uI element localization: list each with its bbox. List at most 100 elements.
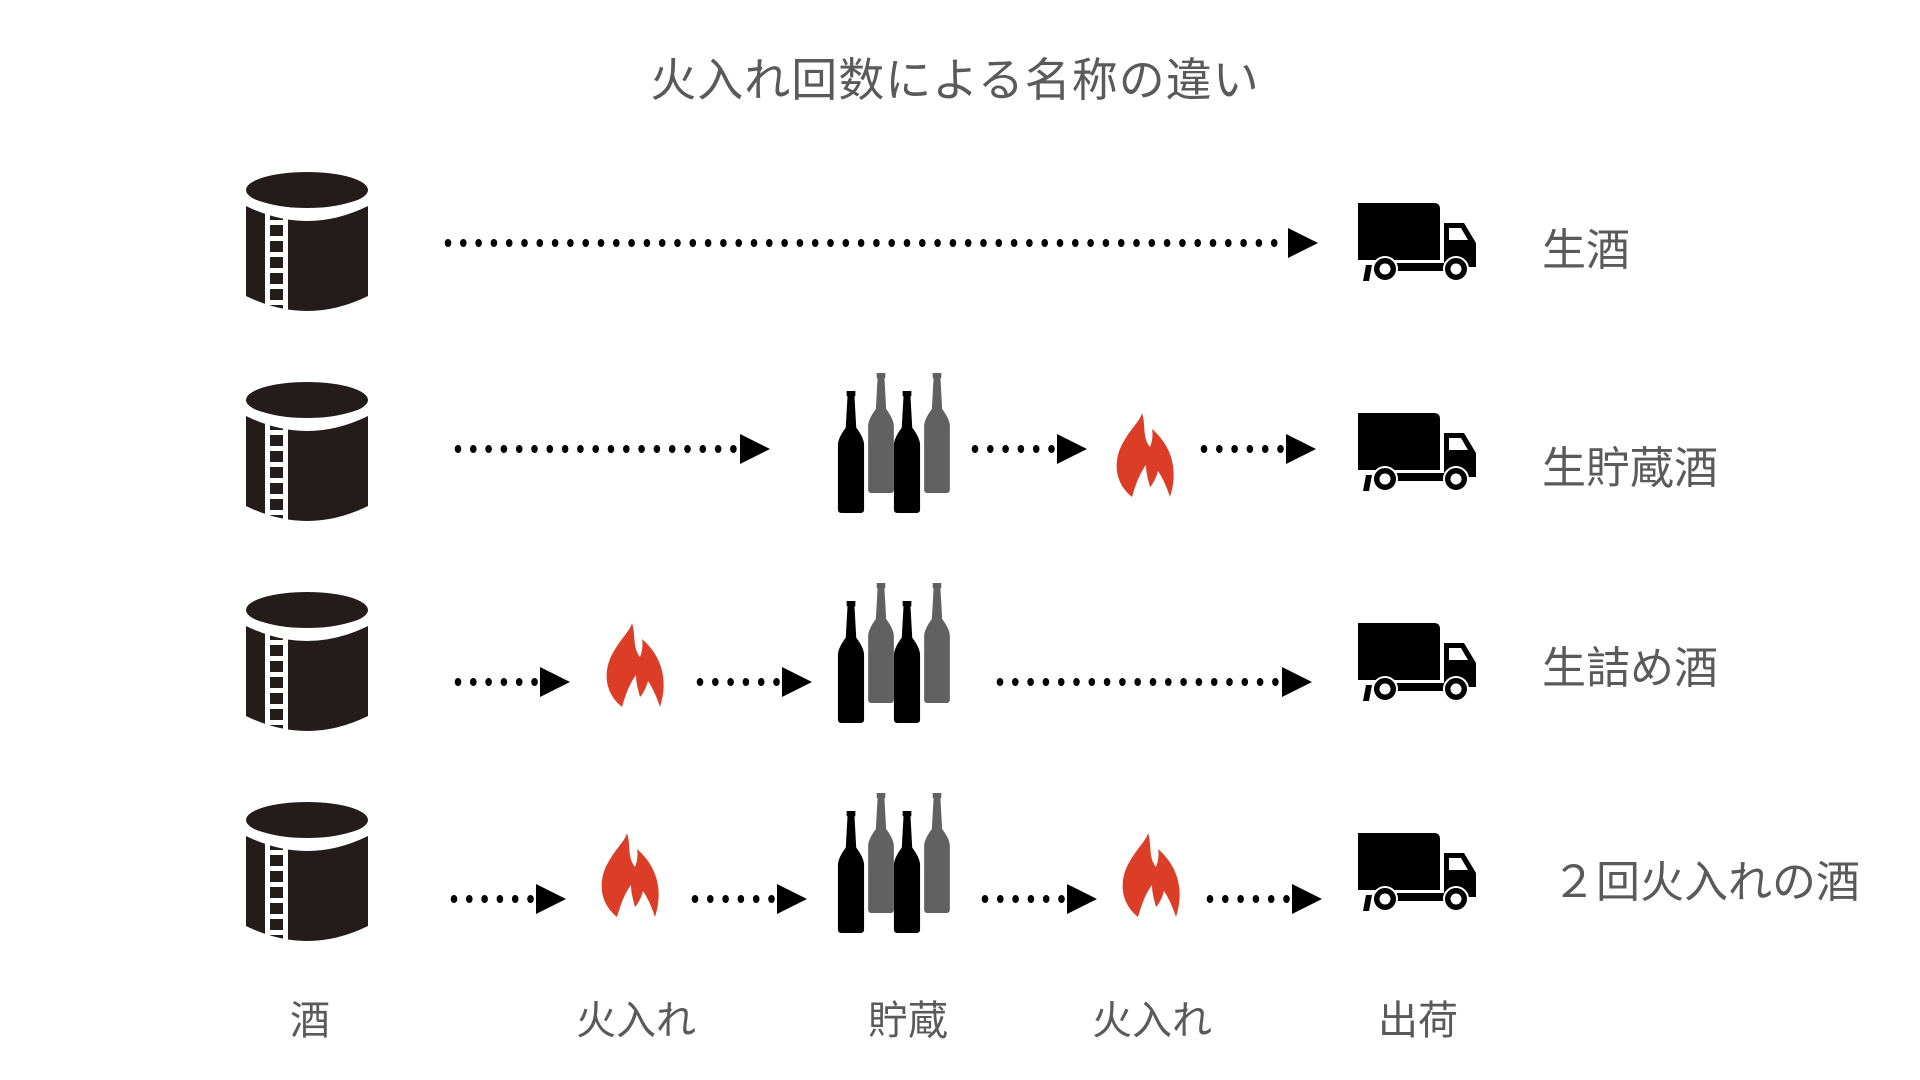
- dotted-arrow: [981, 884, 1097, 914]
- arrow-dot: [1027, 895, 1035, 903]
- arrow-dot: [527, 895, 534, 903]
- arrow-dot: [450, 895, 458, 903]
- arrow-dot: [1179, 239, 1186, 247]
- arrow-dot: [827, 239, 834, 247]
- arrow-dot: [768, 895, 775, 903]
- arrow-dot: [1222, 895, 1229, 903]
- dotted-arrow: [444, 228, 1318, 258]
- arrow-dot: [613, 239, 620, 247]
- sake-bottles-icon: [837, 583, 950, 723]
- arrow-dot: [500, 445, 508, 453]
- arrow-dot: [1088, 678, 1096, 686]
- sake-bottles-icon: [837, 793, 950, 933]
- arrow-dot: [919, 239, 926, 247]
- arrow-dot: [475, 239, 482, 247]
- arrow-dot: [720, 239, 727, 247]
- flame-icon: [601, 833, 659, 917]
- process-row: [246, 793, 1476, 944]
- bottle-front: [837, 601, 865, 723]
- arrow-dot: [842, 239, 850, 247]
- arrow-dot: [699, 445, 707, 453]
- arrow-dot: [1017, 445, 1025, 453]
- arrow-head: [777, 884, 807, 914]
- arrow-dot: [1133, 239, 1140, 247]
- arrow-dot: [857, 239, 865, 247]
- arrow-dot: [1134, 678, 1141, 686]
- arrow-dot: [511, 895, 519, 903]
- arrow-head: [782, 667, 812, 697]
- stage-label: 火入れ: [1092, 998, 1212, 1044]
- bottle-front: [893, 811, 921, 933]
- arrow-dot: [454, 678, 462, 686]
- stage-label: 酒: [290, 998, 330, 1044]
- arrow-dot: [971, 445, 979, 453]
- arrow-dot: [1042, 678, 1050, 686]
- arrow-dot: [722, 895, 729, 903]
- storage-tank-icon: [246, 382, 368, 524]
- arrow-dot: [607, 445, 615, 453]
- delivery-truck-icon: [1358, 623, 1476, 702]
- arrow-dot: [1261, 445, 1269, 453]
- arrow-dot: [1149, 678, 1157, 686]
- arrow-dot: [546, 445, 554, 453]
- arrow-dot: [1042, 895, 1050, 903]
- arrow-dot: [1226, 678, 1233, 686]
- process-row: [246, 583, 1476, 734]
- dotted-arrow: [996, 667, 1312, 697]
- arrow-dot: [1056, 239, 1064, 247]
- arrow-dot: [1119, 678, 1126, 686]
- arrow-dot: [1148, 239, 1156, 247]
- arrow-dot: [1048, 445, 1055, 453]
- dotted-arrow: [454, 434, 770, 464]
- arrow-head: [1067, 884, 1097, 914]
- arrow-dot: [934, 239, 941, 247]
- dotted-arrow: [1206, 884, 1322, 914]
- arrow-dot: [696, 678, 704, 686]
- delivery-truck-icon: [1358, 203, 1476, 282]
- arrow-dot: [1237, 895, 1244, 903]
- diagram-title: 火入れ回数による名称の違い: [650, 53, 1260, 107]
- arrow-dot: [1010, 239, 1018, 247]
- arrow-dot: [1194, 239, 1201, 247]
- arrow-dot: [1277, 445, 1284, 453]
- arrow-dot: [752, 895, 760, 903]
- arrow-dot: [997, 895, 1004, 903]
- stage-label: 火入れ: [576, 998, 696, 1044]
- arrow-dot: [1117, 239, 1125, 247]
- storage-tank-icon: [246, 802, 368, 944]
- row-label: ２回火入れの酒: [1552, 857, 1860, 908]
- dotted-arrow: [691, 884, 807, 914]
- arrow-dot: [1027, 678, 1034, 686]
- arrow-dot: [1272, 678, 1279, 686]
- arrow-dot: [1200, 445, 1208, 453]
- arrow-dot: [567, 239, 574, 247]
- arrow-dot: [1103, 678, 1111, 686]
- arrow-dot: [521, 239, 528, 247]
- dotted-arrow: [696, 667, 812, 697]
- arrow-dot: [1087, 239, 1094, 247]
- arrow-dot: [996, 678, 1004, 686]
- arrow-dot: [1267, 895, 1275, 903]
- arrow-dot: [773, 678, 780, 686]
- bottle-back: [868, 793, 894, 913]
- arrow-dot: [515, 445, 523, 453]
- delivery-truck-icon: [1358, 833, 1476, 912]
- arrow-dot: [515, 678, 523, 686]
- delivery-truck-icon: [1358, 413, 1476, 492]
- arrow-head: [1286, 434, 1316, 464]
- row-label: 生貯蔵酒: [1542, 443, 1718, 494]
- flame-icon: [1116, 413, 1174, 497]
- arrow-dot: [500, 678, 508, 686]
- bottle-back: [924, 793, 950, 913]
- arrow-dot: [707, 895, 714, 903]
- arrow-dot: [674, 239, 681, 247]
- arrow-head: [1282, 667, 1312, 697]
- arrow-head: [540, 667, 570, 697]
- bottle-front: [893, 391, 921, 513]
- arrow-dot: [714, 445, 722, 453]
- arrow-dot: [1195, 678, 1203, 686]
- arrow-dot: [628, 239, 635, 247]
- arrow-dot: [987, 445, 994, 453]
- arrow-dot: [750, 239, 758, 247]
- stage-label: 出荷: [1378, 998, 1458, 1044]
